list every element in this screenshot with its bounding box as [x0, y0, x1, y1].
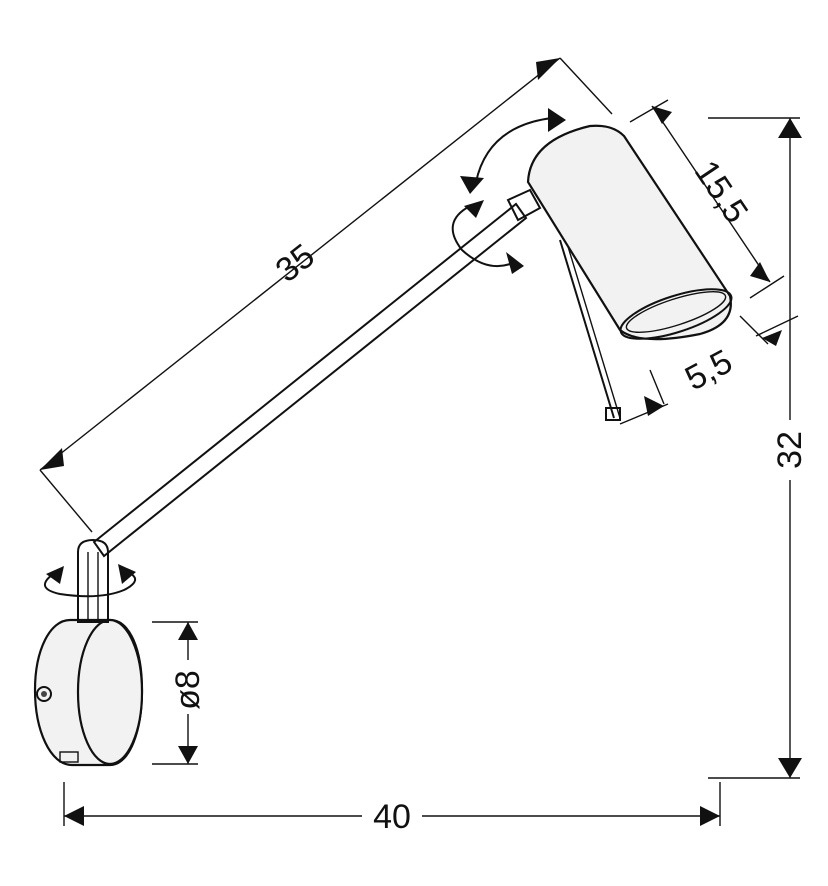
label-shade-length: 15,5 — [687, 154, 756, 230]
cable — [559, 239, 621, 421]
bracket — [77, 538, 109, 623]
dimension-arm-length — [39, 57, 613, 533]
rotation-indicator-shade — [460, 108, 566, 194]
lamp-illustration — [33, 124, 733, 767]
rotation-indicator-arm — [451, 200, 524, 274]
dimension-total-width — [63, 782, 721, 836]
dimension-total-height — [708, 117, 810, 779]
rotation-indicator-base — [44, 564, 136, 598]
label-base-diameter: ø8 — [169, 670, 207, 710]
wall-base — [33, 618, 144, 767]
dimension-shade-length — [629, 99, 785, 299]
arm — [92, 188, 542, 558]
dimension-shade-diameter — [619, 315, 799, 425]
dimension-base-diameter — [152, 621, 206, 765]
lamp-shade — [526, 124, 733, 341]
label-total-height: 32 — [771, 431, 809, 469]
label-shade-diameter: 5,5 — [679, 342, 739, 398]
label-total-width: 40 — [373, 798, 411, 836]
